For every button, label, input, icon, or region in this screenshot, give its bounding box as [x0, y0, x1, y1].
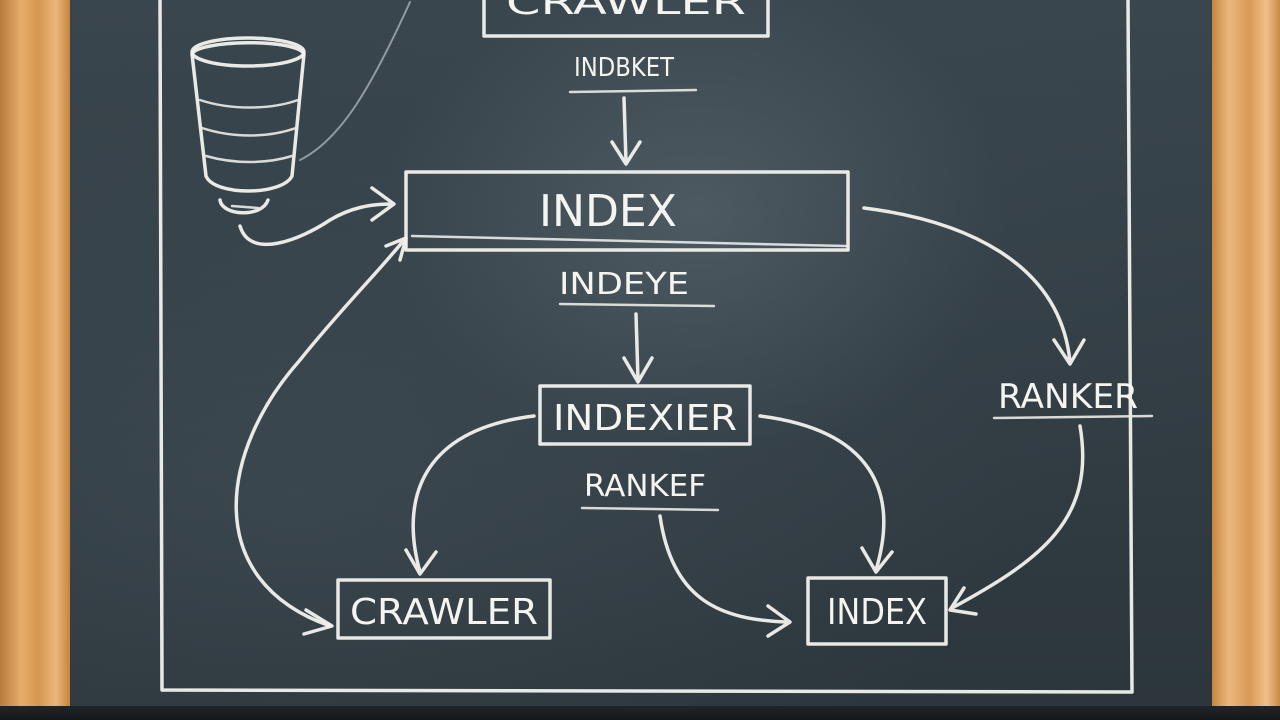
index-main-box-shadow — [410, 234, 848, 248]
top-crawler-box — [482, 0, 770, 38]
diagram-border — [158, 0, 1134, 694]
wood-frame-right — [1212, 0, 1280, 720]
crawler-bottom-box — [336, 578, 552, 640]
top-sub-label-underline — [568, 88, 698, 94]
index-bottom-label: INDEX — [827, 592, 927, 633]
ranker-underline — [992, 414, 1154, 420]
top-crawler-label: CRAWLER — [506, 0, 746, 23]
arrow-indexer-to-crawler — [404, 414, 536, 576]
arrow-indexer-to-index-bottom — [758, 414, 894, 574]
indexer-box — [538, 384, 752, 446]
top-sub-label: INDBKET — [574, 53, 674, 83]
arrow-ranker-to-index-bottom — [948, 424, 1085, 616]
rank-sub-label: RANKEF — [584, 469, 706, 504]
index-bottom-box — [806, 576, 948, 646]
arrow-rank-to-index-bottom — [658, 514, 792, 638]
arrow-loop-to-crawler-head — [302, 608, 334, 636]
database-cup-icon — [190, 36, 306, 215]
index-sub-label: INDEYE — [559, 267, 689, 302]
chalkboard-surface — [70, 0, 1212, 706]
ranker-label: RANKER — [998, 377, 1138, 417]
indexer-label: INDEXIER — [553, 398, 737, 439]
index-sub-label-underline — [558, 302, 716, 308]
crawler-bottom-label: CRAWLER — [350, 592, 538, 633]
arrow-cup-to-index — [238, 186, 396, 247]
cup-faint-line — [299, 1, 411, 161]
index-main-label: INDEX — [539, 186, 677, 237]
board-bottom-edge — [0, 706, 1280, 720]
arrow-crawler-to-index-loop — [234, 236, 408, 628]
arrow-to-index-main — [610, 96, 642, 166]
arrow-index-to-ranker — [862, 206, 1086, 366]
rank-sub-label-underline — [580, 506, 720, 512]
index-main-box — [404, 170, 850, 252]
wood-frame-left — [0, 0, 70, 720]
arrow-to-indexer — [622, 312, 654, 384]
